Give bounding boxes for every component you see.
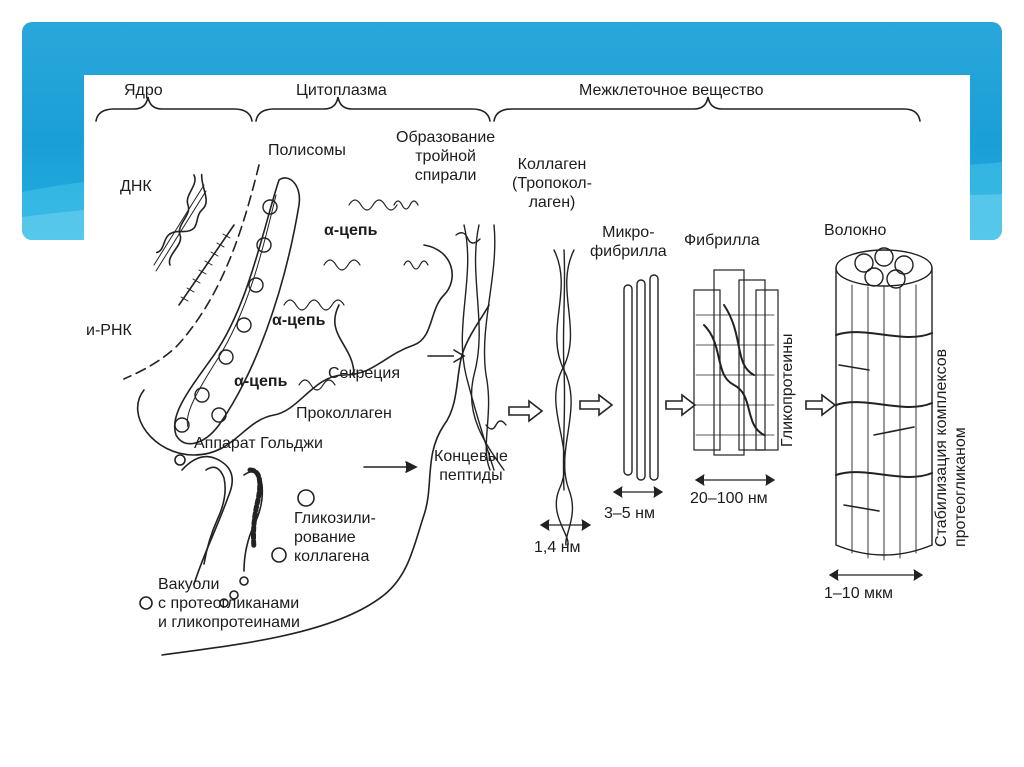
mrna-strand (178, 224, 235, 306)
arrow-1 (508, 399, 544, 423)
label-golgi: Аппарат Гольджи (194, 435, 323, 452)
cell-outline (136, 244, 453, 456)
arrow-2 (579, 393, 614, 417)
alpha-chains (283, 199, 429, 391)
vacuole (139, 596, 153, 610)
golgi-apparatus (174, 454, 264, 608)
label-end-peptides: Концевые пептиды (434, 448, 508, 484)
label-triple-helix: Образование тройной спирали (396, 129, 496, 184)
label-alpha-chain-1: α-цепь (324, 222, 378, 239)
scale-label-4: 1–10 мкм (824, 585, 894, 602)
label-vacuoles: Вакуоли с протеогликанами и гликопротеин… (158, 576, 300, 631)
fibril-bundle (693, 269, 779, 456)
tropocollagen-helix (553, 249, 575, 546)
extracellular-bracket (493, 96, 921, 122)
label-fiber: Волокно (824, 222, 887, 239)
section-nucleus: Ядро (124, 82, 163, 99)
arrow-4 (805, 393, 837, 417)
label-alpha-chain-3: α-цепь (234, 373, 288, 390)
label-glycosylation: Гликозили- рование коллагена (294, 510, 376, 565)
cytoplasm-bracket (255, 96, 491, 122)
label-dna: ДНК (120, 178, 152, 195)
cell-boundary (161, 304, 490, 656)
nuclear-membrane (123, 164, 260, 380)
label-procollagen: Проколлаген (296, 405, 392, 422)
section-extracellular: Межклеточное вещество (579, 82, 764, 99)
arrow-3 (665, 393, 697, 417)
diagram-drawing (95, 96, 933, 656)
label-glycoproteins: Гликопротеины (779, 333, 796, 447)
dna-helix (155, 173, 207, 266)
label-secretion: Секреция (328, 365, 401, 382)
microfibril-rods (623, 274, 659, 481)
procollagen-strands (455, 224, 507, 471)
collagen-synthesis-diagram: Ядро Цитоплазма Межклеточное вещество ДН… (84, 75, 970, 673)
label-microfibril: Микро- фибрилла (590, 224, 667, 260)
label-stabilization: Стабилизация комплексов протеогликаном (933, 348, 969, 547)
section-cytoplasm: Цитоплазма (296, 82, 387, 99)
scale-label-2: 3–5 нм (604, 505, 655, 522)
nucleus-bracket (95, 96, 253, 122)
er-outer (173, 177, 301, 445)
scale-label-3: 20–100 нм (690, 490, 768, 507)
label-fibril: Фибрилла (684, 232, 760, 249)
label-alpha-chain-2: α-цепь (272, 312, 326, 329)
ribosomes (174, 199, 278, 433)
label-mrna: и-РНК (86, 322, 132, 339)
label-polysomes: Полисомы (268, 142, 346, 159)
fiber-bundle (835, 247, 933, 561)
scale-label-1: 1,4 нм (534, 539, 581, 556)
label-collagen: Коллаген (Тропокол- лаген) (512, 156, 592, 211)
glycosylation-vesicles (271, 489, 315, 563)
